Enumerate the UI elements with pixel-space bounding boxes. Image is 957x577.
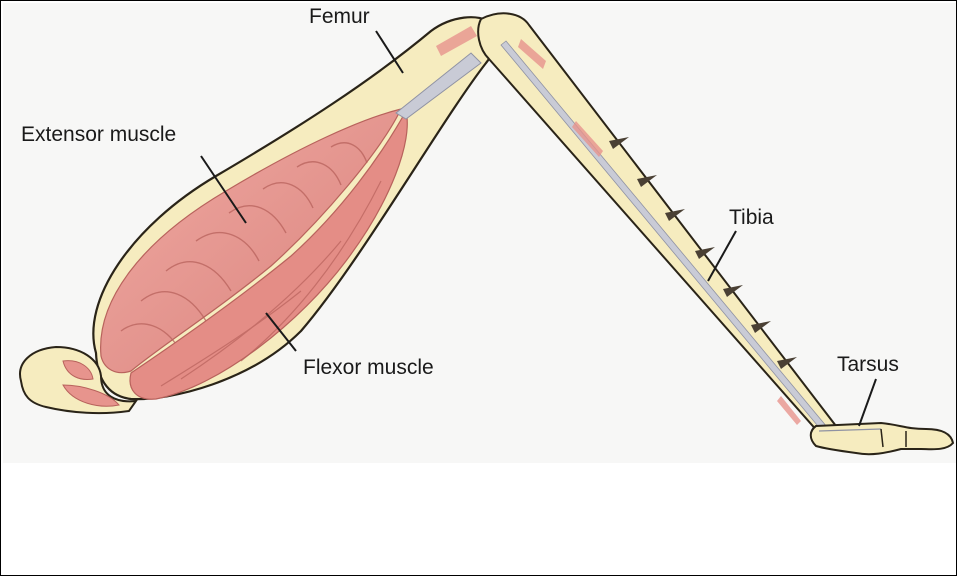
tibia-label: Tibia xyxy=(729,206,774,229)
femur-label: Femur xyxy=(309,5,370,28)
extensor-muscle-label: Extensor muscle xyxy=(21,123,176,146)
tarsus-label: Tarsus xyxy=(837,353,899,376)
flexor-muscle-label: Flexor muscle xyxy=(303,356,434,379)
